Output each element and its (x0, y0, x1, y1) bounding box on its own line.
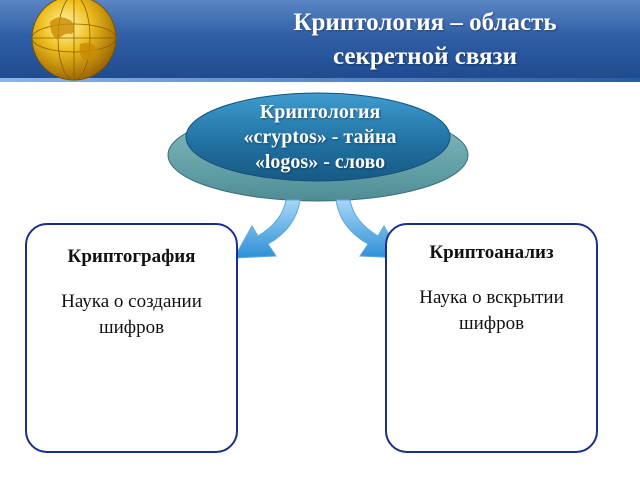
globe-icon (31, 0, 117, 81)
header-divider (0, 78, 640, 82)
title-line-2: секретной связи (333, 43, 517, 70)
page-title: Криптология – область секретной связи (230, 6, 620, 74)
center-line-2: «cryptos» - тайна (243, 126, 397, 148)
arrow-left-icon (233, 199, 301, 259)
center-line-1: Криптология (259, 101, 381, 123)
center-label: Криптология «cryptos» - тайна «logos» - … (186, 100, 454, 175)
cryptography-box: Криптография Наука о создании шифров (25, 223, 238, 453)
cryptanalysis-title: Криптоанализ (429, 242, 554, 263)
ellipse-top (185, 92, 451, 182)
center-line-3: «logos» - слово (254, 151, 386, 173)
cryptography-title: Криптография (67, 246, 196, 267)
title-line-1: Криптология – область (293, 9, 557, 36)
cryptanalysis-box: Криптоанализ Наука о вскрытии шифров (385, 223, 598, 453)
cryptanalysis-description: Наука о вскрытии шифров (419, 287, 564, 334)
cryptography-description: Наука о создании шифров (61, 291, 202, 338)
